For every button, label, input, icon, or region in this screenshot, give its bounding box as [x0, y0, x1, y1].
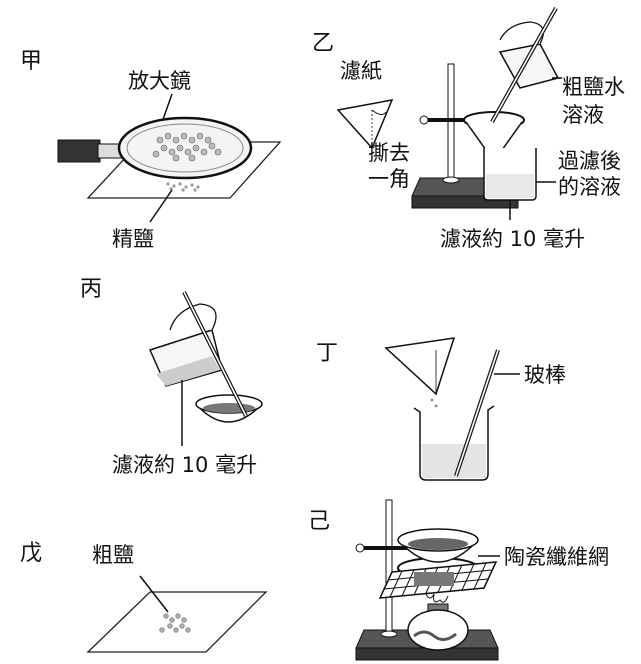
panel-wu: 戊 粗鹽	[20, 541, 266, 652]
panel-wu-tag: 戊	[20, 541, 42, 566]
panel-ji: 己 陶瓷纖維網	[308, 500, 609, 660]
filtrate	[486, 174, 534, 198]
filtrate-label-2: 的溶液	[558, 175, 621, 199]
magnifier-lens	[119, 118, 251, 178]
filtrate-label-1: 過濾後	[558, 149, 621, 173]
crude-salt-solution-label-1: 粗鹽水	[562, 75, 625, 99]
panel-bing-tag: 丙	[80, 277, 102, 302]
magnifier-label: 放大鏡	[128, 69, 191, 93]
tear-corner-label-2: 一角	[368, 167, 410, 191]
panel-ding-tag: 丁	[316, 341, 338, 366]
magnifier-handle	[58, 140, 100, 162]
filter-paper-ding	[386, 338, 454, 394]
panel-ji-tag: 己	[308, 509, 330, 534]
crude-salt-solution-label-2: 溶液	[562, 103, 604, 127]
crude-salt-label: 粗鹽	[92, 543, 134, 567]
panel-bing: 丙 濾液約 10 毫升	[80, 277, 262, 477]
pouring-beaker	[500, 44, 558, 88]
tear-corner-label-1: 撕去	[368, 141, 410, 165]
filtrate-volume-label-yi: 濾液約 10 毫升	[440, 227, 585, 251]
panel-jia-tag: 甲	[20, 49, 42, 74]
panel-ding: 丁 玻棒	[316, 338, 566, 480]
paper-sheet-wu	[88, 592, 266, 652]
panel-yi: 乙 濾紙 撕去 一角 粗鹽水 溶液 過濾後 的溶液 濾	[312, 8, 625, 251]
alcohol-lamp	[408, 610, 468, 650]
fine-salt-label: 精鹽	[112, 227, 154, 251]
filter-paper-label: 濾紙	[340, 59, 382, 83]
panel-yi-tag: 乙	[312, 31, 334, 56]
stand-rod-ji	[386, 500, 392, 634]
panel-jia: 甲 放大鏡 精鹽	[20, 49, 280, 251]
filtrate-volume-label-bing: 濾液約 10 毫升	[112, 453, 257, 477]
glass-rod-label: 玻棒	[524, 363, 566, 387]
gauze-label: 陶瓷纖維網	[504, 545, 609, 569]
